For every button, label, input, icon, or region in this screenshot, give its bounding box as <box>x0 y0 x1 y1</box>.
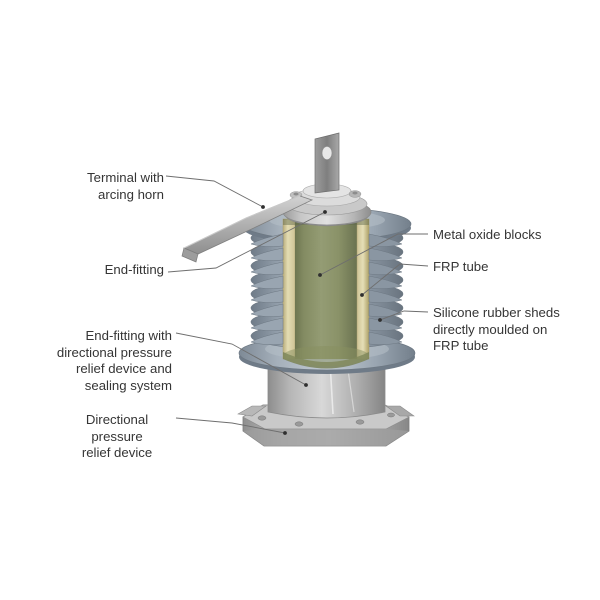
leader-silicone-sheds <box>379 310 429 321</box>
leader-end-fitting-relief <box>175 332 307 386</box>
leader-frp-tube <box>361 263 429 296</box>
label-directional-pressure-relief-device: Directional pressure relief device <box>81 412 153 460</box>
leader-lines <box>165 175 429 434</box>
leader-end-fitting <box>167 211 326 273</box>
leader-directional-relief <box>175 417 286 434</box>
label-frp-tube: FRP tube <box>433 259 489 274</box>
leader-metal-oxide <box>319 233 428 276</box>
terminal-blade <box>314 132 340 194</box>
label-terminal-with-arcing-horn: Terminal with arcing horn <box>87 170 164 202</box>
label-end-fitting: End-fitting <box>104 262 164 277</box>
leader-terminal-arcing-horn <box>165 175 264 208</box>
label-end-fitting-with-relief: End-fitting with directional pressure re… <box>56 328 172 393</box>
label-metal-oxide-blocks: Metal oxide blocks <box>433 227 542 242</box>
label-silicone-rubber-sheds: Silicone rubber sheds directly moulded o… <box>433 305 560 353</box>
arcing-horn <box>181 195 314 263</box>
cutaway-core <box>282 218 370 369</box>
leader-endpoints <box>261 205 382 435</box>
